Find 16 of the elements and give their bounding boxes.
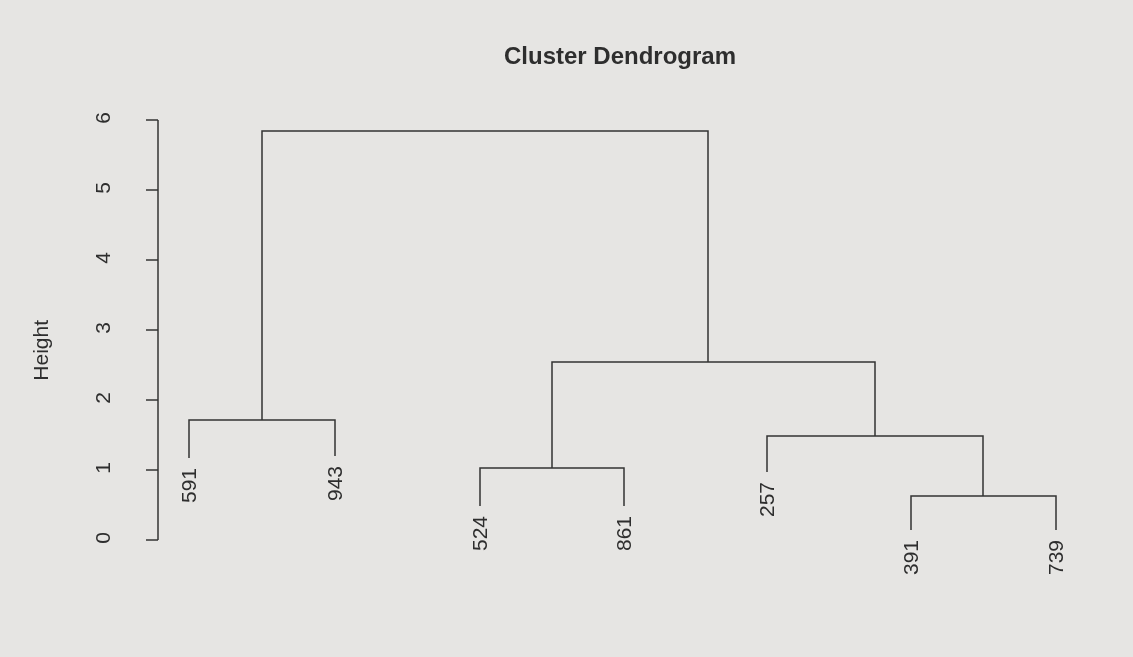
tick-label: 3 xyxy=(92,322,113,334)
tick-label: 2 xyxy=(92,392,113,404)
chart-title: Cluster Dendrogram xyxy=(502,41,737,71)
tick-label: 0 xyxy=(92,532,113,544)
tick-label: 6 xyxy=(92,112,113,124)
tick-label: 5 xyxy=(92,182,113,194)
axis-title: Height xyxy=(30,320,51,381)
leaf-label: 739 xyxy=(1045,540,1066,576)
tick-label: 4 xyxy=(92,252,113,264)
leaf-label: 591 xyxy=(178,468,199,504)
tick-label: 1 xyxy=(92,462,113,474)
leaf-label: 257 xyxy=(756,482,777,518)
leaf-label: 524 xyxy=(469,516,490,552)
leaf-label: 861 xyxy=(613,516,634,552)
leaf-label: 943 xyxy=(324,466,345,502)
leaf-label: 391 xyxy=(900,540,921,576)
